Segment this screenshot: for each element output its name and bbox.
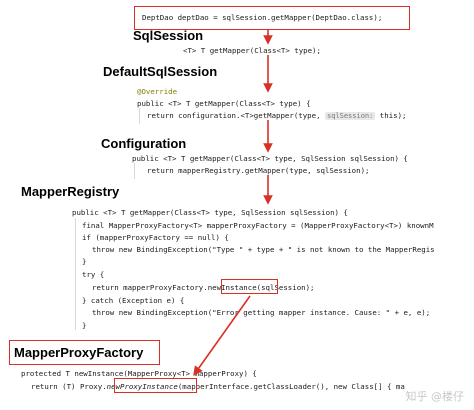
section-title-defaultsqlsession: DefaultSqlSession [103,64,218,79]
section-title-mapperproxyfactory: MapperProxyFactory [14,345,144,360]
newproxyinstance-call: newProxyInstance [106,382,178,391]
mapperregistry-line-4: throw new BindingException("Type " + typ… [92,245,435,254]
newinstance-call: newInstance [207,283,257,292]
top-call-code: DeptDao deptDao = sqlSession.getMapper(D… [142,13,383,22]
mapperregistry-line-7: return mapperProxyFactory.newInstance(sq… [92,283,315,292]
arrow-to-mapperproxyfactory [193,295,251,376]
mapperregistry-line-6: try { [82,270,105,279]
mapperproxyfactory-title-highlight [9,340,160,365]
newproxyinstance-highlight [114,378,197,393]
mapperregistry-line-5: } [82,257,87,266]
defaultsqlsession-signature: public <T> T getMapper(Class<T> type) { [137,99,311,108]
configuration-signature: public <T> T getMapper(Class<T> type, Sq… [132,154,408,163]
indent-guide [75,218,76,330]
override-annotation: @Override [137,87,178,96]
section-title-mapperregistry: MapperRegistry [21,184,120,199]
newinstance-highlight [221,279,278,294]
configuration-return: return mapperRegistry.getMapper(type, sq… [147,166,370,175]
watermark: 知乎 @楼仔 [405,390,465,403]
mapperregistry-line-1: public <T> T getMapper(Class<T> type, Sq… [72,208,348,217]
section-title-configuration: Configuration [101,136,187,151]
sqlsession-getmapper-signature: <T> T getMapper(Class<T> type); [183,46,321,55]
section-title-sqlsession: SqlSession [133,28,204,43]
mapperregistry-line-3: if (mapperProxyFactory == null) { [82,233,229,242]
indent-guide [139,108,140,124]
mapperregistry-line-8: } catch (Exception e) { [82,296,185,305]
top-call-highlight [134,6,410,30]
param-hint: sqlSession: [324,112,376,120]
defaultsqlsession-return: return configuration.<T>getMapper(type, … [147,111,407,120]
indent-guide [134,163,135,179]
mapperproxyfactory-line-1: protected T newInstance(MapperProxy<T> m… [21,369,257,378]
mapperregistry-line-10: } [82,321,87,330]
mapperregistry-line-2: final MapperProxyFactory<T> mapperProxyF… [82,221,434,230]
mapperproxyfactory-line-2: return (T) Proxy.newProxyInstance(mapper… [31,382,405,391]
mapperregistry-line-9: throw new BindingException("Error gettin… [92,308,431,317]
